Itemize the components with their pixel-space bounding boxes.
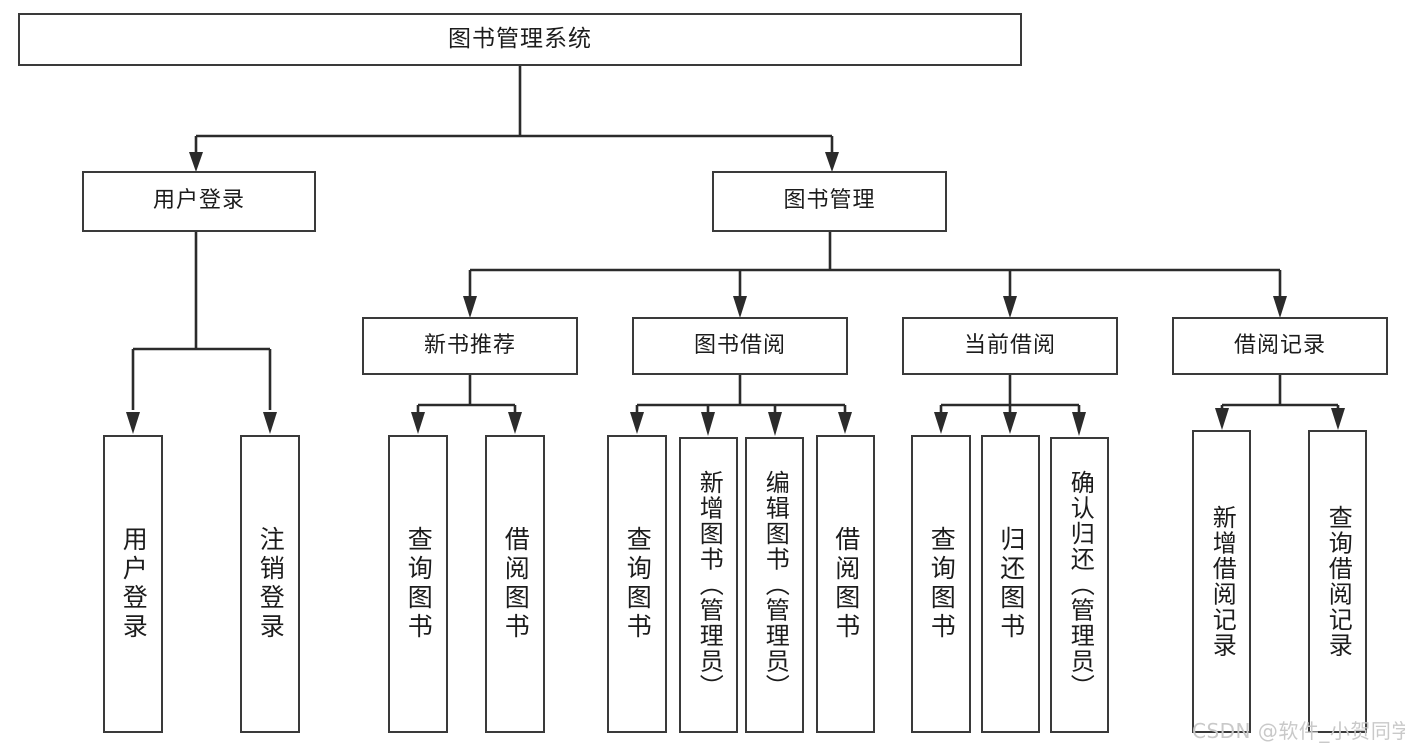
node-label: 编辑图书（管理员） <box>761 470 790 700</box>
leaf-add-book-admin[interactable]: 新增图书（管理员） <box>679 437 738 733</box>
leaf-logout[interactable]: 注销登录 <box>240 435 300 733</box>
node-label: 图书管理系统 <box>448 25 592 52</box>
node-label: 查询借阅记录 <box>1324 505 1353 658</box>
node-label: 借阅图书 <box>501 526 531 642</box>
leaf-add-borrow-record[interactable]: 新增借阅记录 <box>1192 430 1251 733</box>
node-label: 查询图书 <box>404 526 434 642</box>
node-user-login[interactable]: 用户登录 <box>82 171 316 232</box>
node-label: 查询图书 <box>623 526 653 642</box>
leaf-query-borrow-record[interactable]: 查询借阅记录 <box>1308 430 1367 733</box>
leaf-query-book-1[interactable]: 查询图书 <box>388 435 448 733</box>
node-label: 图书借阅 <box>693 332 786 358</box>
leaf-query-book-3[interactable]: 查询图书 <box>911 435 971 733</box>
node-new-book-recommend[interactable]: 新书推荐 <box>362 317 578 375</box>
leaf-return-book[interactable]: 归还图书 <box>981 435 1040 733</box>
node-label: 查询图书 <box>927 526 957 642</box>
node-book-management[interactable]: 图书管理 <box>712 171 947 232</box>
node-label: 新增借阅记录 <box>1208 505 1237 658</box>
leaf-borrow-book-2[interactable]: 借阅图书 <box>816 435 875 733</box>
node-label: 新增图书（管理员） <box>695 470 724 700</box>
csdn-watermark: CSDN @软件_小贺同学 <box>1192 719 1405 743</box>
node-label: 注销登录 <box>256 526 286 642</box>
node-label: 借阅记录 <box>1233 332 1326 358</box>
node-current-borrow[interactable]: 当前借阅 <box>902 317 1118 375</box>
node-label: 用户登录 <box>119 526 149 642</box>
node-label: 用户登录 <box>152 188 245 214</box>
node-label: 当前借阅 <box>963 332 1056 358</box>
node-label: 确认归还（管理员） <box>1066 470 1095 700</box>
node-label: 新书推荐 <box>423 332 516 358</box>
node-label: 借阅图书 <box>831 526 861 642</box>
leaf-user-login[interactable]: 用户登录 <box>103 435 163 733</box>
leaf-edit-book-admin[interactable]: 编辑图书（管理员） <box>745 437 804 733</box>
node-root-system[interactable]: 图书管理系统 <box>18 13 1022 66</box>
node-borrow-record[interactable]: 借阅记录 <box>1172 317 1388 375</box>
node-book-borrow[interactable]: 图书借阅 <box>632 317 848 375</box>
leaf-borrow-book-1[interactable]: 借阅图书 <box>485 435 545 733</box>
node-label: 归还图书 <box>996 526 1026 642</box>
leaf-confirm-return-admin[interactable]: 确认归还（管理员） <box>1050 437 1109 733</box>
node-label: 图书管理 <box>783 188 876 214</box>
leaf-query-book-2[interactable]: 查询图书 <box>607 435 667 733</box>
